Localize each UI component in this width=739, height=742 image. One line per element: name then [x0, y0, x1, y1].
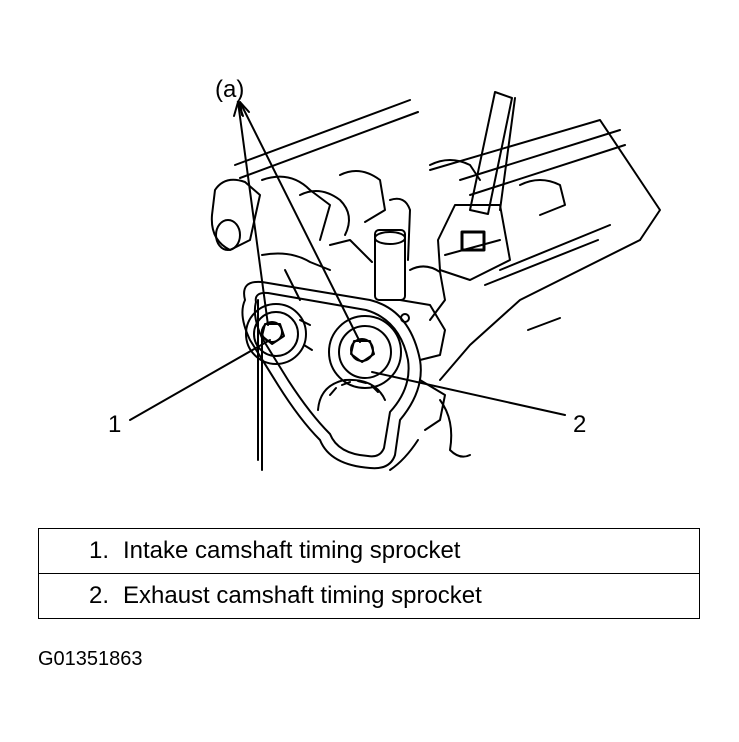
wrench	[437, 91, 516, 281]
exhaust-camshaft-sprocket	[328, 315, 402, 389]
callout-1: 1	[108, 339, 271, 438]
callout-2: 2	[371, 371, 586, 438]
legend-row: 1. Intake camshaft timing sprocket	[39, 529, 700, 574]
timing-belt	[241, 280, 422, 470]
intake-camshaft-sprocket	[245, 303, 313, 365]
engine-camshaft-illustration: (a) 1 2	[108, 76, 661, 471]
callout-a-label: (a)	[215, 76, 244, 103]
callout-1-leader	[129, 339, 271, 421]
callout-1-label: 1	[108, 411, 121, 438]
legend-label: Intake camshaft timing sprocket	[123, 537, 461, 564]
legend-row: 2. Exhaust camshaft timing sprocket	[38, 573, 700, 619]
callout-a: (a)	[215, 76, 361, 343]
callout-2-leader	[371, 371, 566, 416]
callout-a-arrow-right	[239, 101, 361, 343]
legend-table: 1. Intake camshaft timing sprocket 2. Exha…	[38, 528, 700, 619]
figure-id: G01351863	[38, 648, 143, 670]
legend-number: 1.	[88, 537, 109, 564]
legend-label: Exhaust camshaft timing sprocket	[123, 582, 482, 609]
cylinder-head-outline	[234, 99, 661, 381]
legend-number: 2.	[88, 582, 109, 609]
callout-2-label: 2	[573, 411, 586, 438]
callout-a-arrow-left	[237, 101, 269, 326]
valve-train	[210, 159, 566, 471]
